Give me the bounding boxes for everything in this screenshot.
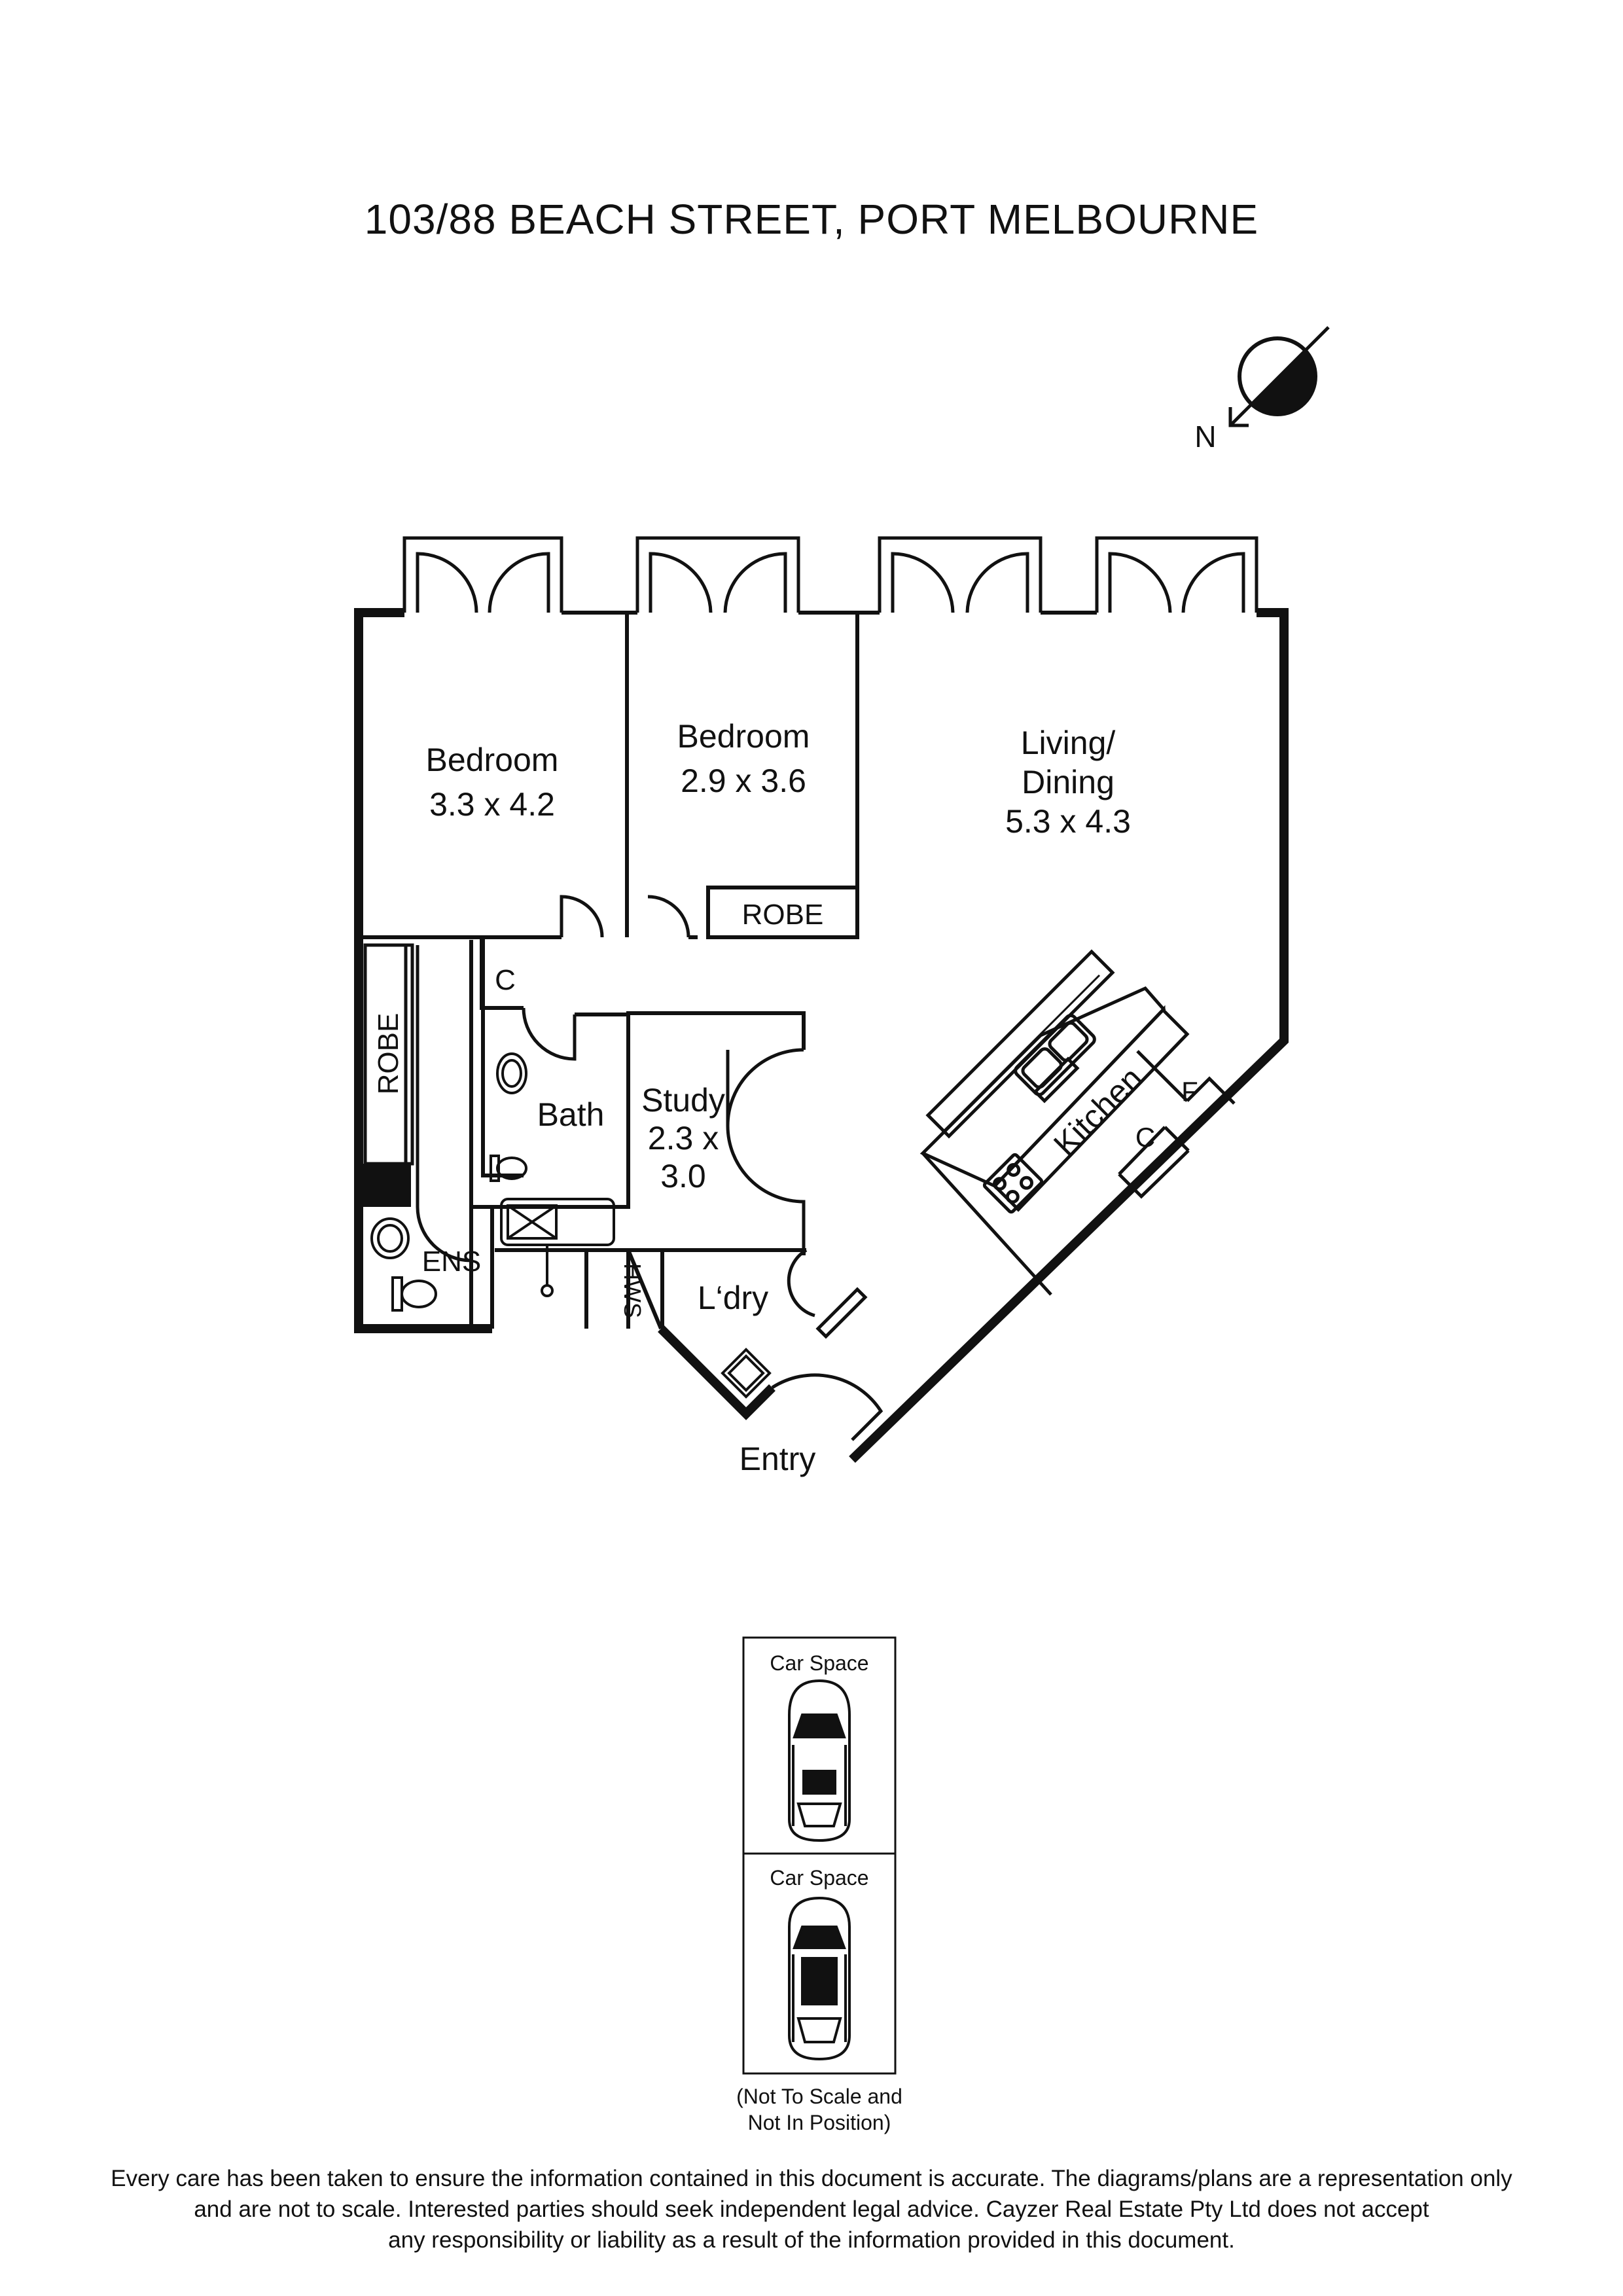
north-arrow-icon: [1228, 326, 1330, 427]
page-title: 103/88 BEACH STREET, PORT MELBOURNE: [364, 196, 1259, 243]
room-name-cupboard-kitchen: C: [1135, 1122, 1155, 1153]
car-spaces: [742, 1636, 897, 2075]
room-size-study-line1: 2.3 x: [648, 1120, 719, 1157]
room-name-ensuite: ENS: [422, 1246, 481, 1278]
interior-walls: [359, 613, 859, 1330]
room-size-bedroom2: 2.9 x 3.6: [681, 762, 806, 799]
room-name-laundry: L‘dry: [698, 1280, 768, 1316]
room-name-entry: Entry: [740, 1441, 816, 1477]
car-note-line1: (Not To Scale and: [736, 2085, 902, 2108]
disclaimer-line3: any responsibility or liability as a res…: [388, 2227, 1235, 2253]
room-name-fridge: F: [1181, 1076, 1198, 1107]
room-size-living: 5.3 x 4.3: [1005, 803, 1131, 840]
room-name-hws: HWS: [619, 1263, 646, 1318]
room-name-cupboard-hall: C: [495, 964, 516, 996]
room-name-bath: Bath: [537, 1096, 605, 1133]
exterior-walls: [354, 608, 1289, 1463]
robe-bed1: [363, 943, 419, 1207]
car-icon: [788, 1679, 851, 1842]
room-size-bedroom1: 3.3 x 4.2: [429, 786, 555, 823]
car-note-line2: Not In Position): [748, 2111, 891, 2134]
car-icon: [788, 1896, 851, 2061]
room-name-bedroom2: Bedroom: [677, 718, 810, 755]
kitchen-fixtures: [919, 949, 1236, 1296]
compass-label: N: [1194, 420, 1216, 454]
door-swings: [416, 895, 883, 1441]
room-name-robe-bed2: ROBE: [742, 899, 824, 931]
disclaimer-line2: and are not to scale. Interested parties…: [194, 2197, 1429, 2222]
balcony-doors: [402, 536, 1258, 613]
laundry-tub: [721, 1348, 772, 1399]
room-name-bedroom1: Bedroom: [426, 742, 559, 778]
car-space-label-2: Car Space: [770, 1866, 868, 1890]
room-name-robe-bed1: ROBE: [372, 1013, 404, 1095]
disclaimer-line1: Every care has been taken to ensure the …: [111, 2166, 1512, 2191]
room-name-living-line2: Dining: [1022, 764, 1115, 800]
room-name-study: Study: [641, 1082, 725, 1119]
car-space-label-1: Car Space: [770, 1651, 868, 1675]
disclaimer: Every care has been taken to ensure the …: [39, 2163, 1584, 2255]
bath-fixtures: [370, 1052, 615, 1312]
room-size-study-line2: 3.0: [660, 1158, 706, 1194]
room-name-living-line1: Living/: [1021, 725, 1116, 761]
